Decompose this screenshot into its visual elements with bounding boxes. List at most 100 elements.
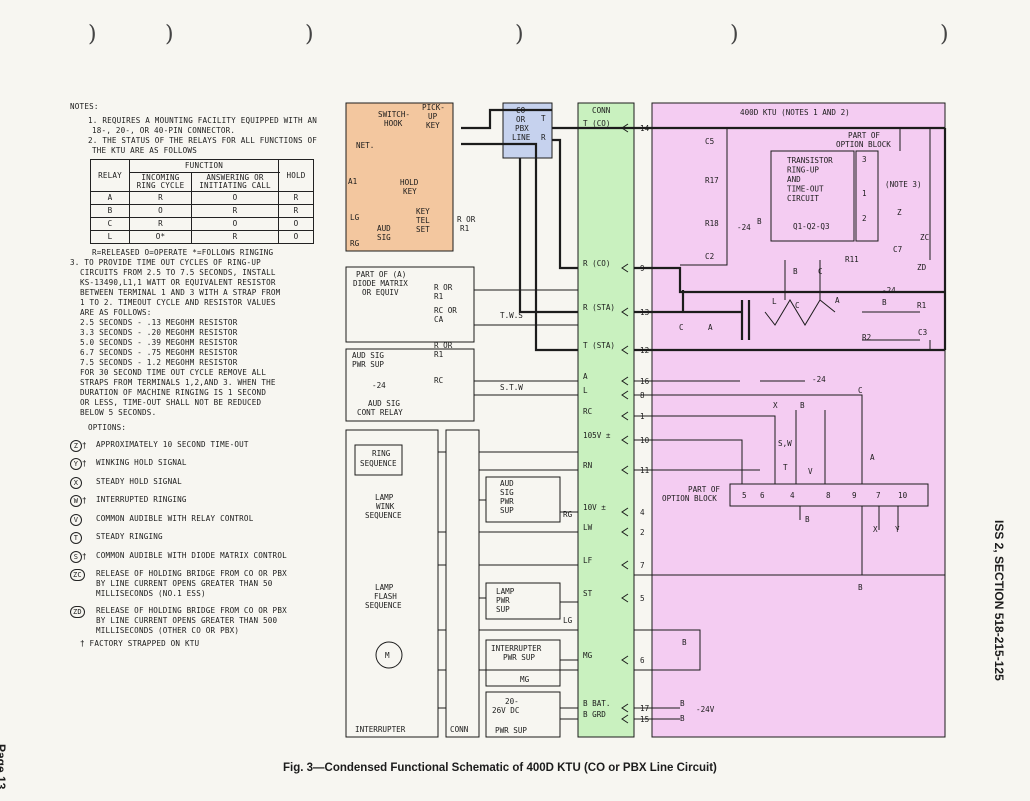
interrupter-box [345, 429, 439, 738]
aud-sig-pwr-sup-label: PWR [500, 497, 514, 506]
lamp-pwr-label: LAMP [496, 587, 515, 596]
conn-pin-arrow [621, 714, 629, 724]
c-label: C [858, 386, 863, 395]
zc-option-label: ZC [920, 233, 929, 242]
conn-pin-number: 15 [640, 715, 649, 724]
r-label: R [541, 133, 546, 142]
table-legend: R=RELEASED O=OPERATE *=FOLLOWS RINGING [92, 248, 274, 257]
interrupter-pwr-label: INTERRUPTER [491, 644, 542, 653]
b-label: B [682, 638, 687, 647]
transistor-label: TIME-OUT [787, 185, 824, 194]
option-symbol: ZC [70, 569, 96, 581]
battery-label: 26V DC [492, 706, 519, 715]
option-symbol: W† [70, 495, 96, 507]
ktu-panel [651, 102, 946, 738]
option-symbol: Y† [70, 458, 96, 470]
conn-pin-label: B BAT. [583, 699, 610, 708]
conn-pin-arrow [621, 376, 629, 386]
aud-sig-pwr-box [485, 476, 561, 523]
c3-label: C3 [918, 328, 927, 337]
key-tel-set-label: KEY [416, 207, 430, 216]
conn-pin-arrow [621, 560, 629, 570]
lamp-pwr-label: PWR [496, 596, 510, 605]
ktu-title: 400D KTU (NOTES 1 AND 2) [740, 108, 850, 117]
table-row: L O* R O [90, 230, 314, 244]
note-3-line: STRAPS FROM TERMINALS 1,2,AND 3. WHEN TH… [80, 378, 276, 387]
option-dagger: † [82, 551, 87, 561]
option-item: Y†WINKING HOLD SIGNAL [70, 458, 332, 470]
option-item: Z†APPROXIMATELY 10 SECOND TIME-OUT [70, 439, 332, 452]
neg24-label: -24 [812, 375, 826, 384]
battery-pwr-box [485, 691, 561, 738]
option-block-label: PART OF [848, 131, 880, 140]
conn-pin-label: A [583, 372, 588, 381]
co-label: OR [516, 115, 526, 124]
aud-sig-label: AUD [377, 224, 391, 233]
note-2-line: THE KTU ARE AS FOLLOWS [92, 146, 197, 155]
diode-box-label: OR EQUIV [362, 288, 399, 297]
a1-label: A1 [348, 177, 358, 186]
transistor-label: CIRCUIT [787, 194, 819, 203]
option-text: MILLISECONDS (NO.1 ESS) [96, 589, 206, 598]
conn-pin-arrow [621, 390, 629, 400]
page-number: Page 13 [0, 744, 8, 790]
option-block-label: OPTION BLOCK [836, 140, 891, 149]
b-label: B [680, 714, 685, 723]
option-dagger: † [82, 496, 87, 505]
lamp-wink-label: WINK [376, 502, 395, 511]
conn-pin-label: L [583, 386, 588, 395]
conn-pin-arrow [621, 411, 629, 421]
pickup-key-label: PICK- [422, 103, 445, 112]
x-option-label: X [873, 525, 878, 534]
conn-pin-label: RN [583, 461, 593, 470]
diode-matrix-box [345, 266, 475, 343]
conn-pin-label: RC [583, 407, 592, 416]
scan-mark: ) [515, 22, 524, 47]
connector-strip [577, 102, 635, 738]
notes-heading: NOTES: [70, 102, 99, 111]
neg24-label: -24 [882, 286, 896, 295]
conn-pin-number: 7 [640, 561, 645, 570]
conn-pin-label: 10V ± [583, 503, 606, 512]
b-label: B [680, 699, 685, 708]
option-item: W†INTERRUPTED RINGING [70, 495, 332, 507]
t-option-label: T [783, 463, 788, 472]
conn-pin-label: ST [583, 589, 593, 598]
note-3-line: 6.7 SECONDS - .75 MEGOHM RESISTOR [80, 348, 238, 357]
table-cell: O* [129, 230, 192, 244]
c-label: C [679, 323, 684, 332]
aud-sig-pwr-sup-label: AUD [500, 479, 514, 488]
options-heading: OPTIONS: [88, 423, 127, 432]
note-3-line: 3. TO PROVIDE TIME OUT CYCLES OF RING-UP [70, 258, 261, 267]
c2-label: C2 [705, 252, 714, 261]
conn-small-title: CONN [450, 725, 469, 734]
lamp-pwr-box [485, 582, 561, 620]
aud-sig-label: SIG [377, 233, 391, 242]
scan-mark: ) [940, 22, 949, 47]
note-3-line: 7.5 SECONDS - 1.2 MEGOHM RESISTOR [80, 358, 238, 367]
r2-label: R2 [862, 333, 871, 342]
transistor-label: Q1-Q2-Q3 [793, 222, 830, 231]
note-1-line: 18-, 20-, OR 40-PIN CONNECTOR. [92, 126, 236, 135]
switch-hook-label: HOOK [384, 119, 403, 128]
transistor-label: RING-UP [787, 166, 819, 175]
conn-pin-arrow [621, 123, 629, 133]
option-block-strip [729, 483, 929, 507]
l-label: L [772, 297, 777, 306]
relay-status-table: RELAY FUNCTION HOLD INCOMING RING CYCLE … [90, 159, 314, 244]
conn-pin-number: 5 [640, 594, 645, 603]
conn-small-box [445, 429, 480, 738]
mg-label: MG [520, 675, 530, 684]
diode-box-label: DIODE MATRIX [353, 279, 408, 288]
conn-pin-label: R (CO) [583, 259, 610, 268]
neg24-label: -24 [372, 381, 386, 390]
conn-pin-label: T (CO) [583, 119, 610, 128]
scan-mark: ) [165, 22, 174, 47]
switch-hook-label: SWITCH- [378, 110, 410, 119]
conn-pin-label: R (STA) [583, 303, 615, 312]
option-text: MILLISECONDS (OTHER CO OR PBX) [96, 625, 240, 635]
conn-pin-arrow [621, 345, 629, 355]
